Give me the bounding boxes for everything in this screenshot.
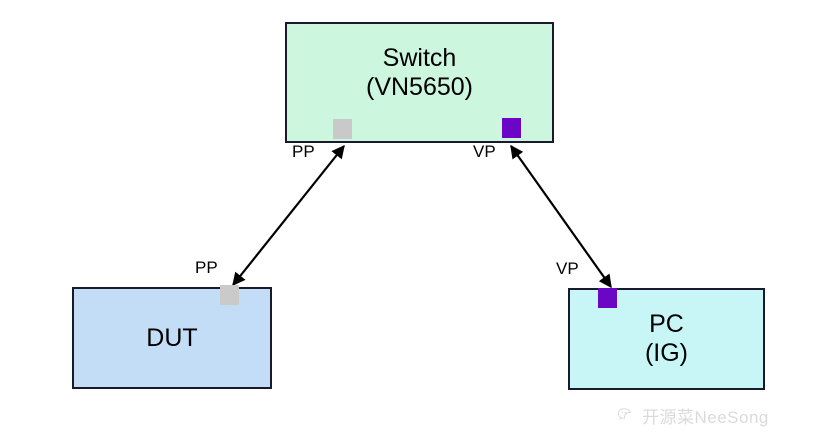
switch-node[interactable]: Switch (VN5650) xyxy=(285,22,554,143)
watermark-text: 开源菜NeeSong xyxy=(642,408,769,427)
pc-vp-port[interactable] xyxy=(598,288,617,308)
switch-pp-port-label: PP xyxy=(292,142,315,161)
switch-pp-port[interactable] xyxy=(333,119,352,139)
dut-node-label: DUT xyxy=(146,323,198,352)
pc-vp-port-label: VP xyxy=(556,259,579,278)
switch-node-label-line2: (VN5650) xyxy=(366,72,473,101)
watermark: 开源菜NeeSong xyxy=(617,403,769,428)
pc-node-label-line2: (IG) xyxy=(644,339,689,367)
dut-pp-port-label: PP xyxy=(195,258,218,277)
pc-node-label-line1: PC xyxy=(649,310,684,339)
switch-vp-port-label: VP xyxy=(473,142,496,161)
connection-dut-to-switch xyxy=(232,144,345,287)
switch-node-label-line1: Switch xyxy=(382,44,457,72)
dut-node[interactable]: DUT xyxy=(72,287,272,389)
switch-vp-port[interactable] xyxy=(502,118,521,138)
wechat-icon xyxy=(617,406,636,425)
dut-pp-port[interactable] xyxy=(220,285,239,305)
